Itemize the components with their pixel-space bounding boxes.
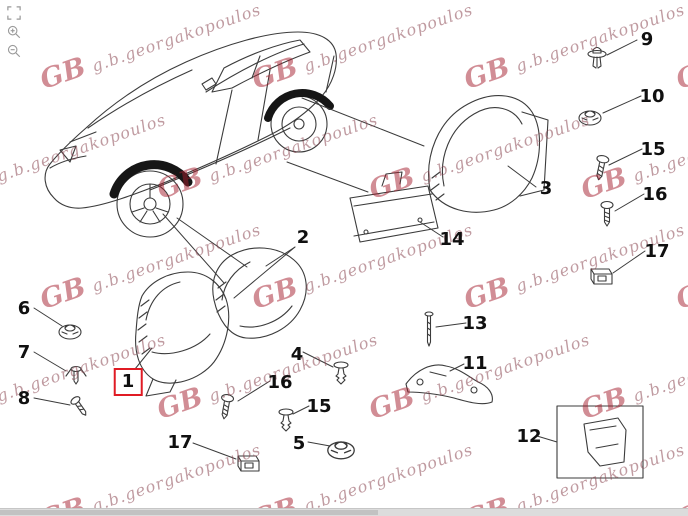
part-label-2: 2 — [296, 227, 310, 248]
part-8-screw — [70, 396, 87, 416]
part-label-12: 12 — [516, 426, 542, 447]
leader-lines — [33, 39, 646, 460]
part-label-8: 8 — [17, 388, 31, 409]
scrollbar-thumb[interactable] — [0, 510, 379, 515]
part-16-screw-b — [221, 393, 235, 420]
part-label-5: 5 — [292, 433, 306, 454]
part-label-3: 3 — [539, 178, 553, 199]
part-label-4: 4 — [290, 344, 304, 365]
part-2-front-liner — [212, 247, 307, 339]
part-label-17: 17 — [167, 432, 193, 453]
part-label-1: 1 — [113, 368, 143, 396]
part-label-15: 15 — [306, 396, 332, 417]
part-17-square-clip-b — [237, 455, 260, 472]
part-label-14: 14 — [439, 229, 465, 250]
part-5-grommet — [327, 441, 355, 460]
part-4-push-pin — [333, 361, 349, 385]
horizontal-scrollbar[interactable] — [0, 508, 688, 516]
part-6-grommet — [58, 324, 82, 340]
zoom-out-button[interactable] — [7, 43, 23, 59]
part-13-long-screw — [424, 311, 434, 347]
viewer-toolbar — [7, 5, 23, 59]
part-label-11: 11 — [462, 353, 488, 374]
part-label-16: 16 — [642, 184, 668, 205]
fit-screen-button[interactable] — [7, 5, 23, 21]
zoom-out-icon — [7, 44, 21, 58]
part-label-10: 10 — [639, 86, 665, 107]
part-9-rivet — [587, 46, 607, 69]
fit-screen-icon — [7, 6, 21, 20]
zoom-in-button[interactable] — [7, 24, 23, 40]
part-15-push-pin-b — [278, 408, 294, 432]
part-label-17: 17 — [644, 241, 670, 262]
car-outline — [44, 31, 337, 238]
part-1-front-liner — [135, 271, 230, 397]
part-label-13: 13 — [462, 313, 488, 334]
part-label-9: 9 — [640, 29, 654, 50]
part-label-16: 16 — [267, 372, 293, 393]
part-label-15: 15 — [640, 139, 666, 160]
zoom-in-icon — [7, 25, 21, 39]
part-label-6: 6 — [17, 298, 31, 319]
part-15-screw — [596, 155, 610, 181]
part-7-wing-clip — [65, 365, 87, 385]
part-11-bracket — [405, 364, 493, 405]
part-3-rear-liner — [428, 95, 549, 213]
part-label-7: 7 — [17, 342, 31, 363]
part-10-grommet — [578, 110, 602, 126]
part-17-square-clip — [590, 268, 613, 285]
part-16-screw — [600, 200, 614, 227]
